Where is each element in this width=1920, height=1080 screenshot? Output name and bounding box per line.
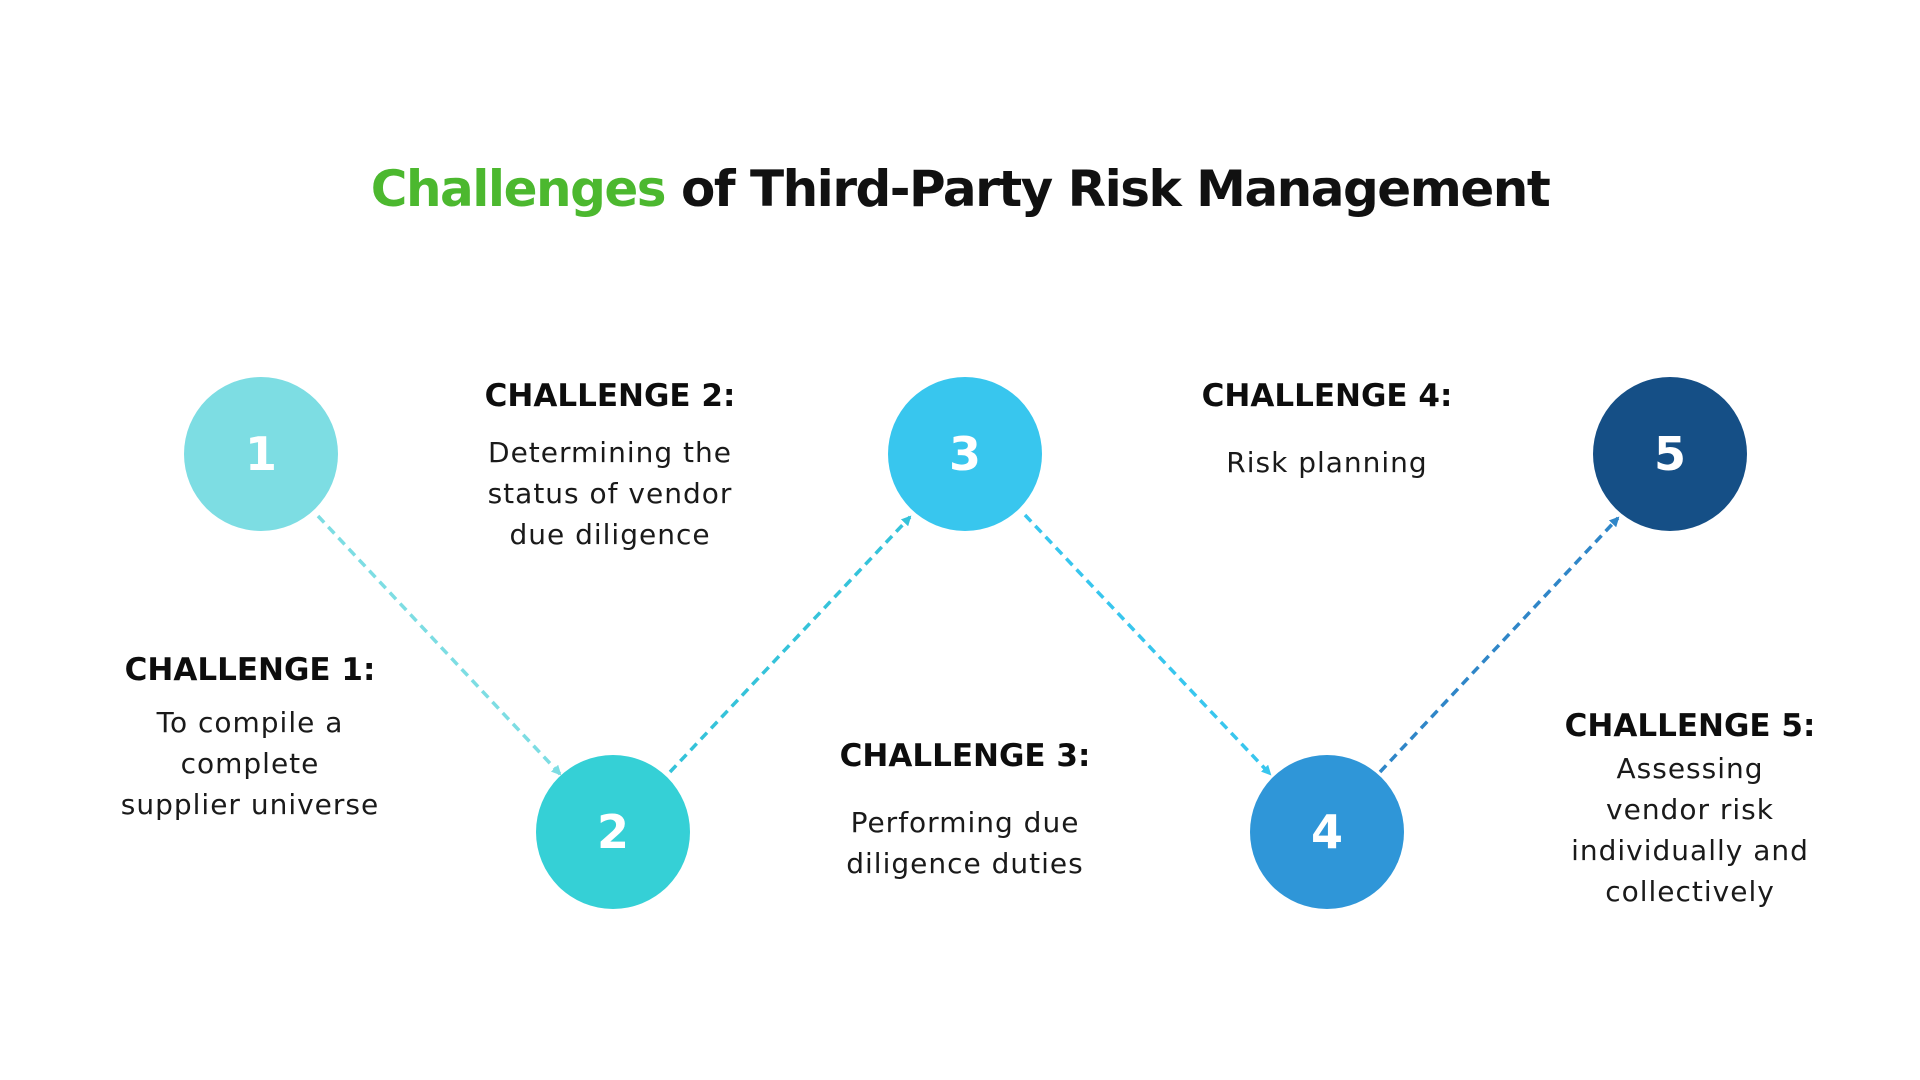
challenge-2-description: Determining the status of vendor due dil… <box>460 432 760 555</box>
step-5-number: 5 <box>1653 427 1686 481</box>
challenge-4-line-1: Risk planning <box>1226 446 1428 479</box>
step-1-number: 1 <box>244 427 277 481</box>
title-rest: of Third-Party Risk Management <box>680 160 1551 218</box>
challenge-1-block: CHALLENGE 1: To compile a complete suppl… <box>100 650 400 825</box>
step-4-circle: 4 <box>1250 755 1404 909</box>
challenge-1-line-2: complete <box>180 747 320 780</box>
challenge-4-heading: CHALLENGE 4: <box>1201 378 1453 414</box>
challenge-3-line-1: Performing due <box>850 806 1080 839</box>
connector-4-to-5 <box>1378 516 1620 774</box>
challenge-5-heading: CHALLENGE 5: <box>1564 708 1816 744</box>
title-accent: Challenges <box>370 160 667 218</box>
page-title: Challenges of Third-Party Risk Managemen… <box>0 160 1920 218</box>
challenge-2-line-2: status of vendor <box>487 477 733 510</box>
challenge-5-description: Assessing vendor risk individually and c… <box>1540 748 1840 912</box>
challenge-3-description: Performing due diligence duties <box>815 802 1115 884</box>
step-5-circle: 5 <box>1593 377 1747 531</box>
challenge-5-block: CHALLENGE 5: Assessing vendor risk indiv… <box>1540 706 1840 912</box>
step-2-number: 2 <box>596 805 629 859</box>
step-1-circle: 1 <box>184 377 338 531</box>
challenge-4-description: Risk planning <box>1177 442 1477 483</box>
challenge-5-line-1: Assessing <box>1616 752 1764 785</box>
challenge-5-line-4: collectively <box>1605 875 1775 908</box>
challenge-4-block: CHALLENGE 4: Risk planning <box>1177 376 1477 483</box>
challenge-3-heading: CHALLENGE 3: <box>839 738 1091 774</box>
challenge-2-line-3: due diligence <box>509 518 711 551</box>
challenge-5-line-3: individually and <box>1571 834 1809 867</box>
step-2-circle: 2 <box>536 755 690 909</box>
connector-2-to-3 <box>668 515 912 774</box>
step-3-number: 3 <box>948 427 981 481</box>
challenge-1-heading: CHALLENGE 1: <box>124 652 376 688</box>
challenge-2-line-1: Determining the <box>488 436 732 469</box>
challenge-2-heading: CHALLENGE 2: <box>484 378 736 414</box>
challenge-5-line-2: vendor risk <box>1606 793 1774 826</box>
step-3-circle: 3 <box>888 377 1042 531</box>
challenge-2-block: CHALLENGE 2: Determining the status of v… <box>460 376 760 555</box>
challenge-3-line-2: diligence duties <box>846 847 1084 880</box>
challenge-1-line-3: supplier universe <box>120 788 380 821</box>
challenge-1-line-1: To compile a <box>156 706 344 739</box>
challenge-1-description: To compile a complete supplier universe <box>100 702 400 825</box>
step-4-number: 4 <box>1310 805 1343 859</box>
challenge-3-block: CHALLENGE 3: Performing due diligence du… <box>815 736 1115 884</box>
